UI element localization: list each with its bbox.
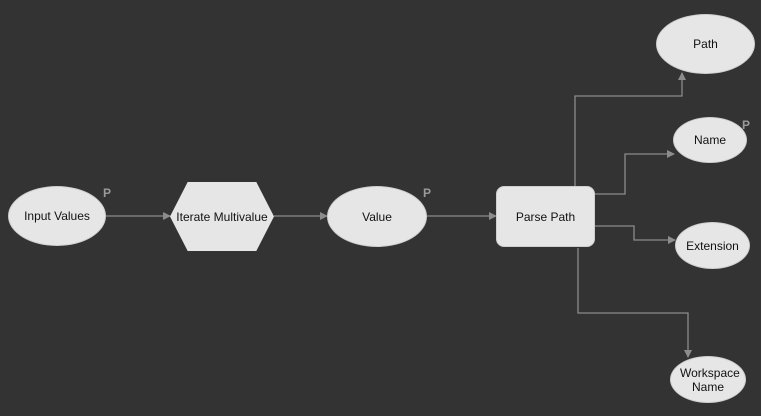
path-node[interactable]: Path (656, 14, 755, 74)
name-label: Name (693, 133, 726, 147)
path-label: Path (693, 37, 718, 51)
connector-parse-path-to-path[interactable] (574, 72, 686, 186)
connector-parse-path-to-name[interactable] (595, 150, 675, 195)
extension-node[interactable]: Extension (675, 222, 750, 269)
iterate-multivalue-label: Iterate Multivalue (176, 209, 268, 224)
extension-label: Extension (686, 238, 739, 253)
workspace-name-label: Workspace Name (680, 365, 740, 394)
input-values-label: Input Values (24, 209, 90, 223)
iterate-multivalue-node[interactable]: Iterate Multivalue (170, 182, 274, 251)
input-values-node[interactable]: Input Values (8, 186, 106, 246)
connector-parse-path-to-extension[interactable] (595, 225, 676, 244)
value-label: Value (362, 209, 392, 224)
parse-path-label: Parse Path (515, 209, 576, 224)
input-values-parameter-badge: P (103, 186, 112, 200)
value-parameter-badge: P (423, 186, 432, 200)
value-node[interactable]: Value (327, 186, 427, 247)
workspace-name-node[interactable]: Workspace Name (670, 356, 746, 403)
name-node[interactable]: Name (673, 117, 747, 163)
name-parameter-badge: P (742, 118, 751, 132)
parse-path-node[interactable]: Parse Path (496, 186, 595, 247)
connector-parse-path-to-workspace-name[interactable] (577, 248, 692, 358)
